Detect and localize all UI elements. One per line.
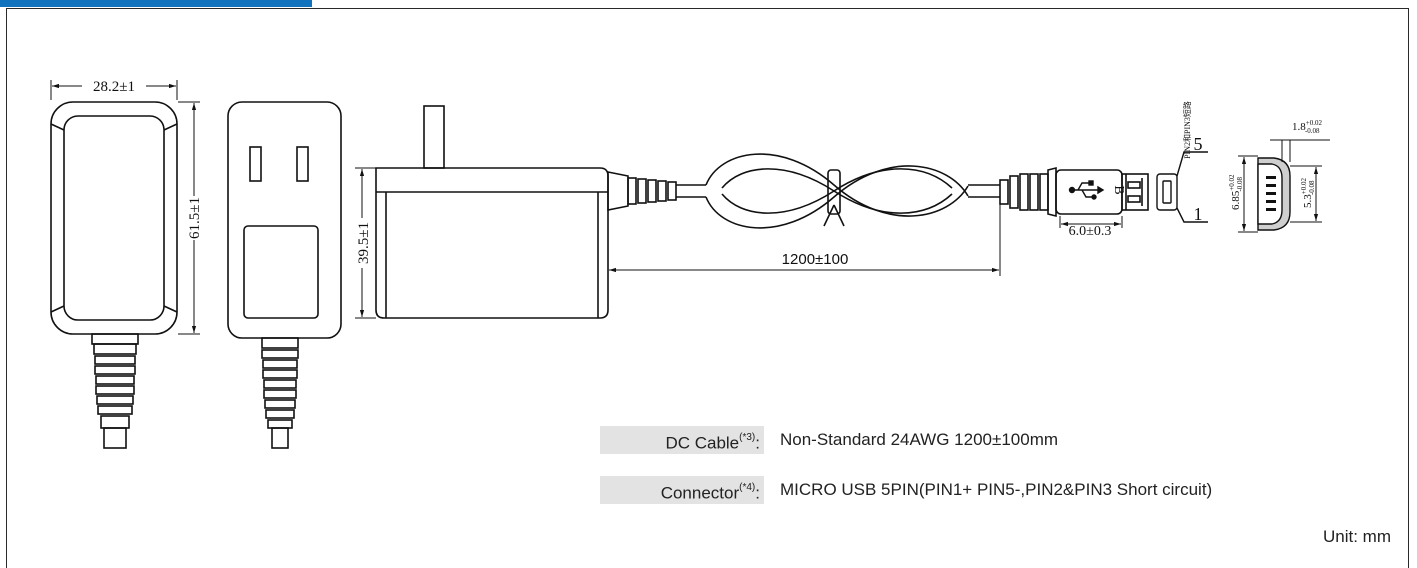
plug-outer-height-dimension: 6.85+0.02-0.08 — [1228, 174, 1244, 210]
spec-row-dc-cable: DC Cable(*3): Non-Standard 24AWG 1200±10… — [600, 426, 1058, 454]
back-view — [227, 101, 342, 449]
pin-1-label: 1 — [1194, 204, 1203, 224]
spec-value: MICRO USB 5PIN(PIN1+ PIN5-,PIN2&PIN3 Sho… — [780, 480, 1213, 499]
connector-length-dimension: 6.0±0.3 — [1069, 224, 1112, 239]
pin-5-label: 5 — [1194, 134, 1203, 154]
plug-inner-height-dimension: 5.3+0.02-0.08 — [1300, 178, 1316, 208]
pin-short-note: PIN2和PIN3短路 — [1182, 101, 1192, 159]
plug-cross-section — [1238, 139, 1330, 233]
spec-label: DC Cable(*3): — [600, 426, 764, 454]
pin-face-view — [1156, 151, 1208, 223]
spec-value: Non-Standard 24AWG 1200±100mm — [780, 430, 1059, 449]
drawing-frame — [6, 8, 1409, 568]
plug-thickness-dimension: 1.8+0.02-0.08 — [1292, 119, 1322, 135]
spec-row-connector: Connector(*4): MICRO USB 5PIN(PIN1+ PIN5… — [600, 476, 1212, 504]
svg-text:6.85+0.02-0.08: 6.85+0.02-0.08 — [1228, 174, 1244, 210]
front-strain-relief — [91, 333, 139, 449]
side-view — [355, 105, 677, 319]
micro-usb-connector — [999, 166, 1149, 228]
front-view — [50, 80, 200, 449]
svg-text:5.3+0.02-0.08: 5.3+0.02-0.08 — [1300, 178, 1316, 208]
unit-note: Unit: mm — [1323, 527, 1391, 546]
dc-cable — [676, 153, 1000, 229]
spec-label: Connector(*4): — [600, 476, 764, 504]
plug-marking: B — [1111, 185, 1126, 194]
front-width-dimension: 28.2±1 — [93, 79, 135, 95]
cable-length-dimension: 1200±100 — [782, 251, 849, 268]
side-height-dimension: 39.5±1 — [356, 222, 372, 264]
front-height-dimension: 61.5±1 — [187, 197, 203, 239]
back-strain-relief — [261, 337, 299, 449]
header-accent-tab — [0, 0, 312, 7]
